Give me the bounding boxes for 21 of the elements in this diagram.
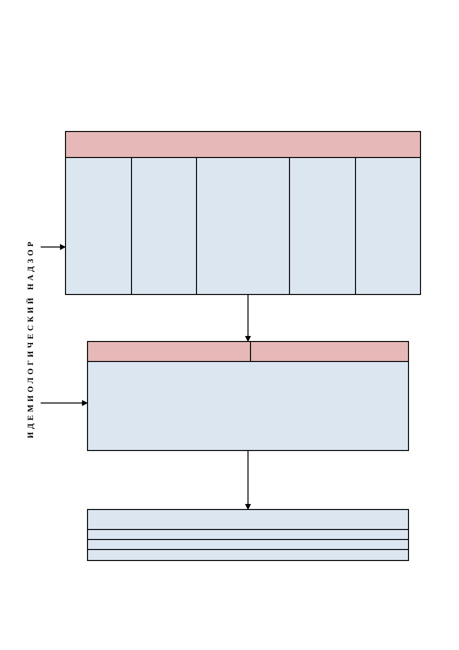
table-cell (88, 361, 408, 450)
table-cell (131, 157, 197, 294)
table-frame (65, 131, 421, 295)
table-cell (66, 157, 132, 294)
header-cell (250, 342, 408, 362)
arrow (40, 400, 88, 406)
header-cell (88, 342, 251, 362)
table-row (88, 529, 408, 540)
table-row (88, 510, 408, 530)
table-cell (289, 157, 356, 294)
arrow (40, 244, 66, 250)
table-row (88, 549, 408, 560)
table-row (88, 539, 408, 550)
vertical-heading: ИДЕМИОЛОГИЧЕСКИЙ НАДЗОР (26, 238, 35, 438)
table-cell (196, 157, 290, 294)
arrow (245, 450, 251, 510)
table-cell (355, 157, 420, 294)
table-frame (87, 341, 409, 451)
header-bar (66, 132, 420, 158)
arrow (245, 294, 251, 342)
table-frame (87, 509, 409, 561)
